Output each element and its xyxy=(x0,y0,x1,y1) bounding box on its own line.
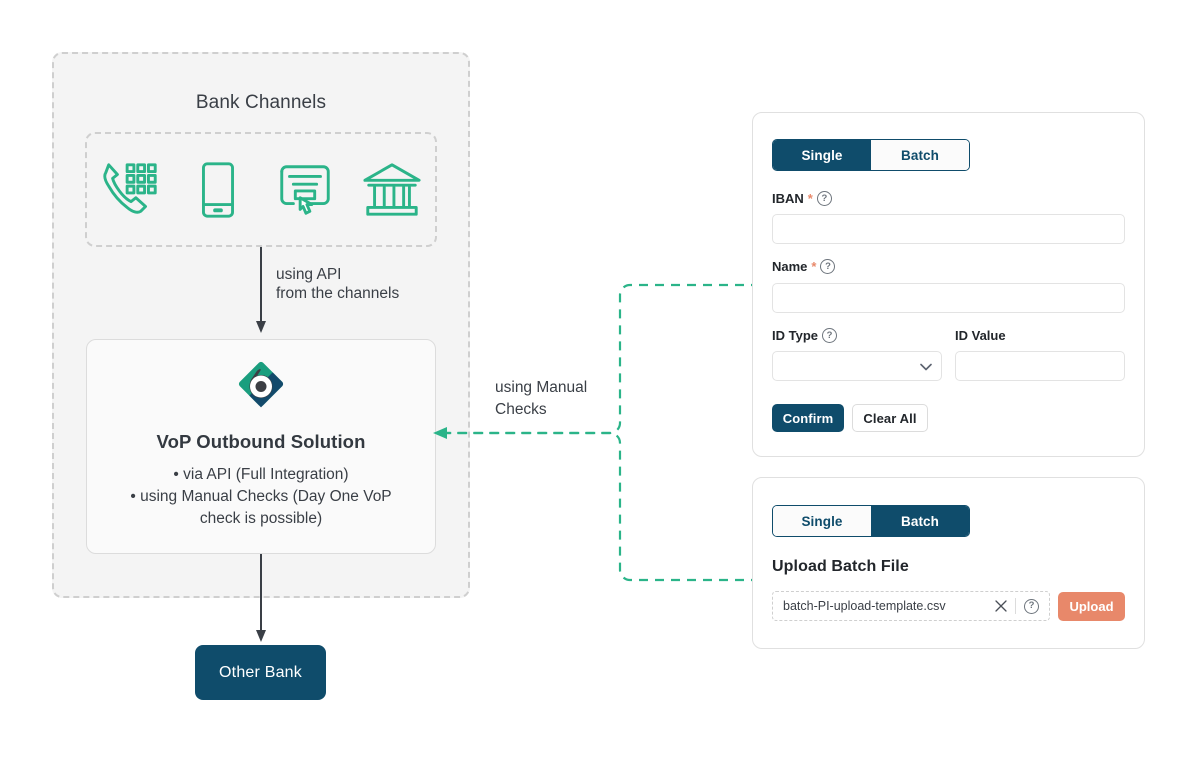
iban-input[interactable] xyxy=(772,214,1125,244)
id-value-label-text: ID Value xyxy=(955,328,1006,343)
id-type-select[interactable] xyxy=(772,351,942,381)
vop-bullet-3: check is possible) xyxy=(199,510,323,527)
upload-batch-file-title: Upload Batch File xyxy=(772,558,909,575)
channel-icons-group xyxy=(85,132,437,247)
clear-all-button[interactable]: Clear All xyxy=(852,404,928,432)
phone-keypad-icon xyxy=(102,162,157,214)
tab-single[interactable]: Single xyxy=(773,140,871,170)
api-label-line2: from the channels xyxy=(276,285,400,302)
iban-label: IBAN * ? xyxy=(772,191,832,206)
vop-bullets: • via API (Full Integration) • using Man… xyxy=(96,464,426,530)
manual-label-line1: using Manual xyxy=(495,379,588,396)
file-drop-zone[interactable]: batch-PI-upload-template.csv ? xyxy=(772,591,1050,621)
vop-brand-logo-icon xyxy=(238,361,284,408)
iban-help-icon[interactable]: ? xyxy=(816,191,832,206)
uploaded-file-name: batch-PI-upload-template.csv xyxy=(783,599,946,613)
other-bank-node: Other Bank xyxy=(195,645,326,700)
name-required-marker: * xyxy=(811,259,817,274)
mobile-phone-icon xyxy=(201,161,234,218)
name-label-text: Name xyxy=(772,259,808,274)
bank-channels-title: Bank Channels xyxy=(195,92,327,113)
tab-single-batch-panel[interactable]: Single xyxy=(773,506,871,536)
iban-required-marker: * xyxy=(807,191,813,206)
api-connector-label: using API from the channels xyxy=(276,265,466,303)
online-banking-click-icon xyxy=(279,164,330,215)
id-type-label-text: ID Type xyxy=(772,328,818,343)
arrow-vop-to-other-bank xyxy=(256,554,266,642)
vop-bullet-1: • via API (Full Integration) xyxy=(173,466,349,483)
vop-title: VoP Outbound Solution xyxy=(156,431,366,452)
name-label: Name * ? xyxy=(772,259,836,274)
vop-bullet-2: • using Manual Checks (Day One VoP xyxy=(130,488,392,505)
single-panel-tabs[interactable]: Single Batch xyxy=(772,139,970,171)
iban-label-text: IBAN xyxy=(772,191,804,206)
confirm-button[interactable]: Confirm xyxy=(772,404,844,432)
tab-batch-batch-panel[interactable]: Batch xyxy=(871,506,969,536)
name-help-icon[interactable]: ? xyxy=(820,259,836,274)
batch-panel-tabs[interactable]: Single Batch xyxy=(772,505,970,537)
vop-outbound-card xyxy=(86,339,436,554)
arrow-channels-to-vop xyxy=(256,247,266,333)
id-value-label: ID Value xyxy=(955,328,1006,343)
manual-checks-label: using Manual Checks xyxy=(495,377,635,421)
id-type-label: ID Type ? xyxy=(772,328,837,343)
id-value-input[interactable] xyxy=(955,351,1125,381)
id-type-help-icon[interactable]: ? xyxy=(822,328,837,343)
upload-button[interactable]: Upload xyxy=(1058,592,1125,621)
tab-batch[interactable]: Batch xyxy=(871,140,969,170)
chevron-down-icon xyxy=(920,363,932,371)
api-label-line1: using API xyxy=(276,266,342,283)
manual-checks-connector xyxy=(433,283,760,582)
bank-building-icon xyxy=(362,162,421,216)
file-actions-divider xyxy=(1015,598,1016,614)
name-input[interactable] xyxy=(772,283,1125,313)
file-help-icon[interactable]: ? xyxy=(1024,598,1039,614)
close-icon[interactable] xyxy=(995,600,1007,612)
manual-label-line2: Checks xyxy=(495,401,547,418)
